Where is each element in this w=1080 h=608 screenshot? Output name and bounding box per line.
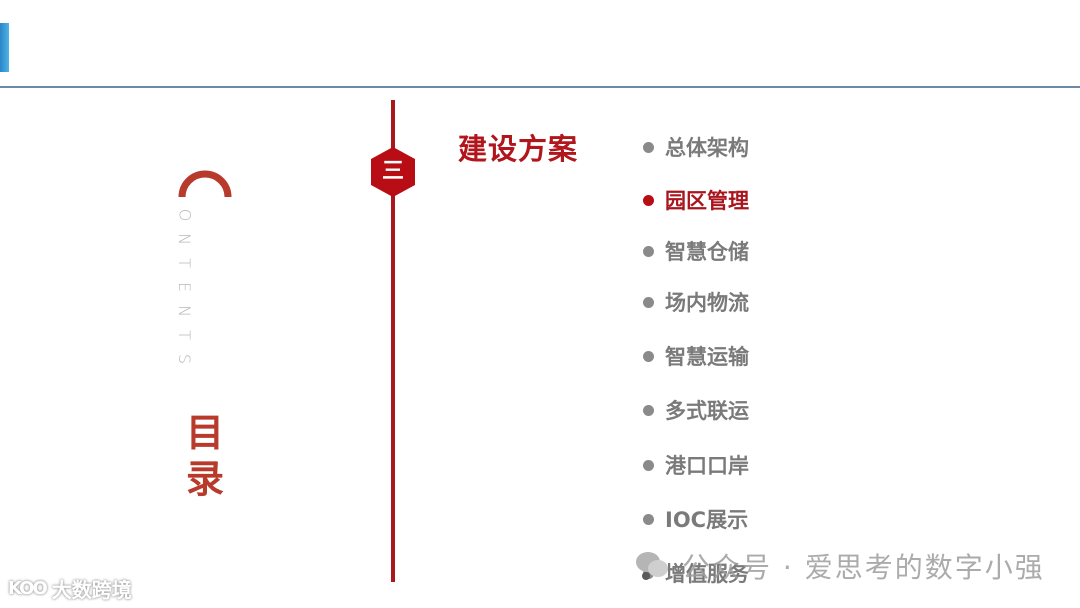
header-accent-bar bbox=[0, 23, 9, 72]
item-label: 总体架构 bbox=[665, 136, 749, 160]
bullet-icon bbox=[643, 141, 654, 153]
watermark-text: 公众号 · 爱思考的数字小强 bbox=[682, 551, 1045, 584]
title-char: 录 bbox=[185, 457, 224, 501]
item-label: 智慧运输 bbox=[665, 345, 749, 369]
bullet-icon bbox=[643, 404, 654, 416]
item-label: 智慧仓储 bbox=[665, 240, 749, 264]
list-item-active[interactable]: 园区管理 bbox=[643, 185, 749, 215]
timeline-line bbox=[391, 100, 395, 582]
bullet-icon bbox=[643, 245, 654, 257]
item-label: 场内物流 bbox=[665, 291, 749, 315]
bullet-icon bbox=[643, 350, 654, 362]
item-label: 多式联运 bbox=[665, 399, 749, 423]
contents-c-letter-icon bbox=[178, 170, 232, 198]
bullet-icon bbox=[643, 194, 654, 206]
title-char: 目 bbox=[185, 411, 224, 455]
item-label: 港口口岸 bbox=[665, 454, 749, 478]
watermark-wechat: 公众号 · 爱思考的数字小强 bbox=[636, 546, 1045, 586]
list-item[interactable]: 智慧运输 bbox=[643, 341, 749, 371]
watermark-brand: KOO 大数跨境 bbox=[8, 574, 132, 603]
letter: S bbox=[175, 353, 194, 365]
brand-logo-icon: KOO bbox=[8, 578, 48, 599]
letter: E bbox=[174, 281, 194, 293]
wechat-icon bbox=[636, 550, 674, 582]
letter: O bbox=[175, 208, 194, 222]
list-item[interactable]: 港口口岸 bbox=[643, 450, 749, 480]
brand-text: 大数跨境 bbox=[51, 578, 132, 602]
list-item[interactable]: 总体架构 bbox=[643, 132, 749, 162]
letter: N bbox=[175, 233, 194, 245]
bullet-icon bbox=[643, 459, 654, 471]
letter: N bbox=[175, 305, 194, 317]
list-item[interactable]: 智慧仓储 bbox=[643, 236, 749, 266]
hexagon-badge-icon bbox=[371, 147, 415, 197]
list-item[interactable]: IOC展示 bbox=[643, 504, 748, 534]
contents-vertical-word: O N T E N T S bbox=[172, 205, 196, 369]
item-label: 增值服务 bbox=[665, 562, 749, 586]
bullet-icon bbox=[643, 296, 654, 308]
list-item[interactable]: 场内物流 bbox=[643, 287, 749, 317]
list-item[interactable]: 多式联运 bbox=[643, 395, 749, 425]
letter: T bbox=[175, 330, 194, 340]
section-title: 建设方案 bbox=[458, 132, 579, 166]
bullet-icon bbox=[643, 513, 654, 525]
item-label: IOC展示 bbox=[665, 508, 749, 532]
section-number: 三 bbox=[381, 159, 404, 184]
item-label: 园区管理 bbox=[665, 189, 749, 213]
contents-title: 目 录 bbox=[180, 410, 230, 502]
letter: T bbox=[175, 258, 194, 268]
header-divider bbox=[0, 86, 1080, 88]
